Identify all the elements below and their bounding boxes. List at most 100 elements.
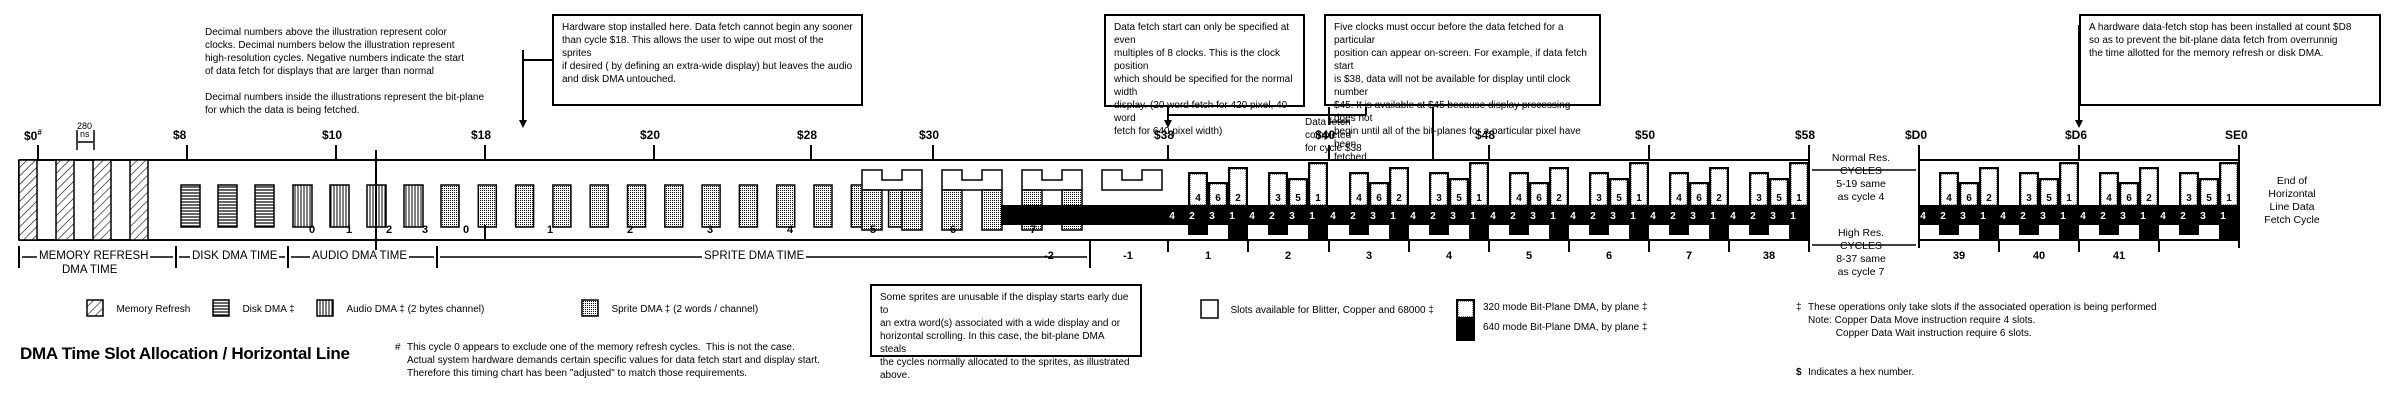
- bitplane-320-slot: [1450, 179, 1468, 206]
- bitplane-640-band: [1999, 205, 2079, 225]
- sprite-dma-slot: [941, 189, 963, 231]
- bitplane-640-step: [2099, 225, 2119, 235]
- footnote-text: These operations only take slots if the …: [1808, 302, 2157, 339]
- bitplane-640-number: 3: [1610, 211, 1616, 222]
- bitplane-640-number: 4: [2080, 211, 2086, 222]
- hex-tick-label: $50: [1635, 128, 1656, 142]
- bitplane-640-number: 3: [2040, 211, 2046, 222]
- bitplane-640-number: 4: [1570, 211, 1576, 222]
- bitplane-640-number: 3: [1289, 211, 1295, 222]
- bitplane-320-slot: [1390, 168, 1408, 206]
- bitplane-640-step: [1268, 225, 1288, 235]
- bitplane-640-number: 2: [1940, 211, 1946, 222]
- disk-dma-slot: [254, 184, 275, 228]
- free-slot-group: [861, 169, 923, 191]
- bitplane-320-slot: [1610, 179, 1628, 206]
- bitplane-640-step: [2219, 225, 2239, 240]
- bitplane-640-step: [1389, 225, 1409, 240]
- audio-dma-slot: [403, 184, 424, 228]
- bitplane-640-number: 3: [2120, 211, 2126, 222]
- legend-label-640: 640 mode Bit-Plane DMA, by plane ‡: [1483, 322, 1648, 333]
- sprite-dma-slot: [589, 184, 609, 228]
- hex-tick-label: $30: [919, 128, 940, 142]
- legend-label: Disk DMA ‡: [242, 304, 295, 316]
- memory-refresh-slot: [92, 159, 112, 241]
- legend-sprite: Sprite DMA ‡ (2 words / channel): [581, 299, 758, 317]
- free-slot-group: [1101, 169, 1163, 191]
- bitplane-640-number: 1: [1980, 211, 1986, 222]
- bitplane-640-number: 1: [1390, 211, 1396, 222]
- hex-tick-label: $40: [1315, 128, 1336, 142]
- span-sprite-dma: SPRITE DMA TIME: [702, 250, 807, 262]
- bitplane-640-step: [1939, 225, 1959, 235]
- bitplane-number: 6: [2126, 193, 2132, 204]
- bitplane-number: 2: [2146, 193, 2152, 204]
- bitplane-320-slot: [2220, 163, 2238, 206]
- sprite-dma-slot: [701, 184, 721, 228]
- bitplane-640-number: 2: [1510, 211, 1516, 222]
- bitplane-640-step: [1188, 225, 1208, 235]
- bitplane-640-number: 2: [1430, 211, 1436, 222]
- sprite-dma-slot: [775, 184, 796, 228]
- bitplane-640-number: 3: [1960, 211, 1966, 222]
- sprite-dma-slot: [813, 184, 833, 228]
- hires-cycle-number: 5: [1525, 250, 1533, 262]
- bitplane-number: 2: [1396, 193, 1402, 204]
- audio-channel-number: 1: [345, 224, 353, 236]
- footnote-marker: #: [37, 128, 42, 137]
- bitplane-number: 2: [1986, 193, 1992, 204]
- span-disk-dma: DISK DMA TIME: [190, 250, 280, 262]
- bitplane-640-step: [1669, 225, 1689, 235]
- memory-refresh-swatch-icon: [86, 299, 104, 317]
- bitplane-320-slot: [2060, 163, 2078, 206]
- bitplane-number: 1: [2066, 193, 2072, 204]
- hires-cycle-number: 2: [1284, 250, 1292, 262]
- bitplane-640-number: 4: [1920, 211, 1926, 222]
- bitplane-640-number: 3: [1530, 211, 1536, 222]
- audio-channel-number: 0: [308, 224, 316, 236]
- bitplane-number: 4: [1676, 193, 1682, 204]
- footnote-mark: #: [395, 342, 401, 353]
- bitplane-number: 2: [1235, 193, 1241, 204]
- bitplane-640-step: [1709, 225, 1729, 240]
- hires-cycle-number: -2: [1044, 250, 1054, 262]
- hires-cycle-number: 39: [1952, 250, 1966, 262]
- bitplane-640-number: 4: [1249, 211, 1255, 222]
- bitplane-640-band: [1489, 205, 1569, 225]
- bitplane-640-band: [2079, 205, 2159, 225]
- bitplane-640-number: 1: [2060, 211, 2066, 222]
- hires-cycle-number: 6: [1605, 250, 1613, 262]
- audio-channel-number: 2: [385, 224, 393, 236]
- hires-cycle-number: -1: [1123, 250, 1133, 262]
- audio-dma-swatch-icon: [316, 299, 334, 317]
- sprite-dma-slot: [738, 184, 759, 228]
- bitplane-640-step: [1308, 225, 1328, 240]
- sprite-dma-slot: [477, 184, 498, 228]
- hex-tick-label: $58: [1795, 128, 1816, 142]
- bitplane-640-step: [1549, 225, 1569, 240]
- callout-fetch-start-text: Data fetch start can only be specified a…: [1114, 22, 1293, 137]
- sprite-channel-number: 3: [706, 224, 714, 236]
- free-slot-group: [941, 169, 1003, 191]
- bitplane-640-band: [1729, 205, 1809, 225]
- bitplane-320-slot: [1189, 173, 1207, 206]
- bitplane-640-step: [1509, 225, 1529, 235]
- sprite-dma-slot: [861, 189, 883, 231]
- free-slot-group: [1021, 169, 1083, 191]
- bitplane-640-number: 2: [1189, 211, 1195, 222]
- bitplane-640-band: [1649, 205, 1729, 225]
- bitplane-640-number: 2: [1269, 211, 1275, 222]
- bitplane-640-step: [1789, 225, 1809, 240]
- bitplane-number: 5: [1456, 193, 1462, 204]
- bitplane-640-number: 4: [1410, 211, 1416, 222]
- hex-tick-label: $20: [640, 128, 661, 142]
- bitplane-640-step: [1469, 225, 1489, 240]
- callout-fetch-start: Data fetch start can only be specified a…: [1104, 14, 1305, 137]
- bitplane-320-slot: [1980, 168, 1998, 206]
- bitplane-640-number: 2: [1350, 211, 1356, 222]
- sprite-dma-slot: [440, 184, 460, 228]
- bitplane-640-number: 3: [1690, 211, 1696, 222]
- hires-cycle-number: 40: [2032, 250, 2046, 262]
- callout-fetch-stop-text: A hardware data-fetch stop has been inst…: [2089, 22, 2352, 59]
